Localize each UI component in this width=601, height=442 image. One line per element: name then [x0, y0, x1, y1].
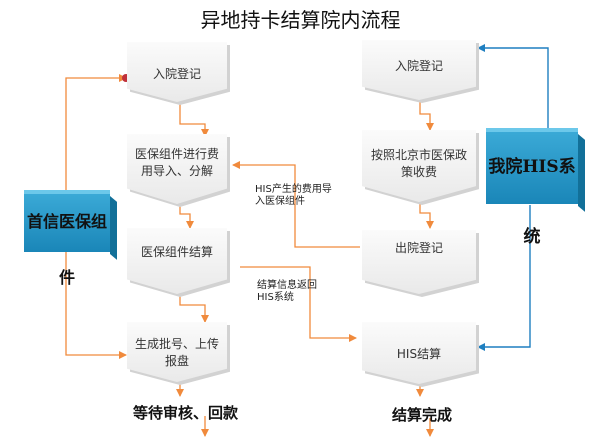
node-batch: 生成批号、上传报盘 [127, 322, 230, 385]
arrow-import-to-settle [179, 202, 194, 229]
node-import: 医保组件进行费用导入、分解 [127, 134, 230, 207]
final-label-waiting: 等待审核、回款 [133, 404, 239, 422]
node-charge: 按照北京市医保政策收费 [362, 130, 479, 205]
arrow-charge-to-discharge [419, 200, 434, 229]
side-block-his-system: 我院HIS系统 [486, 128, 578, 247]
arrow-provider-to-batch [65, 250, 127, 359]
side-block-provider: 首信医保组件 [24, 190, 110, 287]
arrow-settle-to-his [240, 266, 357, 342]
arrow-his-system-to-admission [477, 44, 549, 128]
diagram-title: 异地持卡结算院内流程 [200, 8, 401, 32]
arrow-admission-to-charge [419, 94, 434, 131]
arrow-his-system-to-his-settle [477, 205, 531, 351]
node-admission-left: 入院登记 [127, 42, 230, 105]
arrow-provider-to-admission [65, 74, 127, 190]
annotation-his-import: HIS产生的费用导入医保组件 [255, 184, 332, 207]
node-settle: 医保组件结算 [127, 228, 230, 297]
arrow-admission-to-import [179, 95, 209, 137]
arrow-discharge-to-import [232, 161, 360, 248]
node-his-settle: HIS结算 [362, 322, 479, 387]
node-admission-right: 入院登记 [362, 40, 479, 103]
arrow-settle-to-batch [179, 290, 209, 323]
annotation-settle-return: 结算信息返回HIS系统 [257, 280, 317, 303]
final-label-done: 结算完成 [392, 406, 453, 424]
node-discharge: 出院登记 [362, 230, 479, 297]
